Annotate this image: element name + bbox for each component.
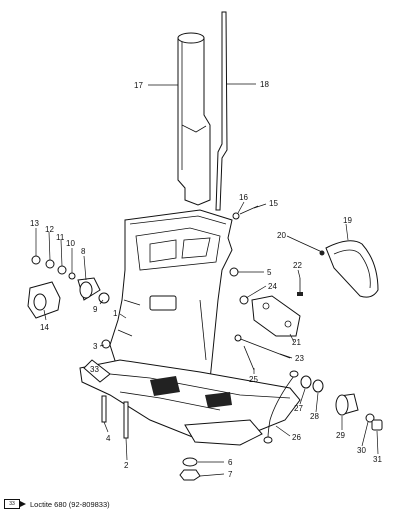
part-label-14: 14	[40, 323, 49, 332]
stud-25	[243, 345, 255, 371]
fitting-8	[77, 277, 101, 301]
part-label-15: 15	[269, 199, 278, 208]
part-label-9: 9	[93, 305, 98, 314]
washer-28	[312, 379, 324, 393]
screw-22	[297, 278, 303, 296]
part-label-16: 16	[239, 193, 248, 202]
part-label-20: 20	[277, 231, 286, 240]
driveshaft-tube	[177, 32, 211, 206]
bracket	[251, 295, 301, 337]
part-label-24: 24	[268, 282, 277, 291]
legend-text: Loctite 680 (92-809833)	[30, 499, 110, 509]
nut-7	[179, 469, 201, 481]
part-label-12: 12	[45, 225, 54, 234]
part-label-5: 5	[267, 268, 272, 277]
cap-31	[371, 419, 383, 431]
washer-13	[31, 255, 41, 265]
part-label-7: 7	[228, 470, 233, 479]
nut-30	[365, 413, 375, 423]
part-label-17: 17	[134, 81, 143, 90]
grommet-9	[98, 292, 110, 304]
part-label-18: 18	[260, 80, 269, 89]
washer-11	[57, 265, 67, 275]
part-label-11: 11	[56, 233, 65, 242]
fitting-3	[101, 339, 111, 349]
part-label-28: 28	[310, 412, 319, 421]
anode	[335, 393, 359, 416]
stud-4	[101, 395, 107, 423]
washer-10	[68, 272, 76, 280]
leader-lines	[35, 83, 379, 477]
screw-20	[299, 241, 325, 256]
part-label-4: 4	[106, 434, 111, 443]
loctite-callout: 33	[83, 359, 111, 383]
anti-ventilation-plate	[79, 359, 301, 446]
part-labels: 17 18 13 12 11 10 8 9 14 1 3 4 2 6 7 5 1…	[30, 80, 382, 479]
part-label-27: 27	[294, 404, 303, 413]
part-label-23: 23	[295, 354, 304, 363]
part-label-8: 8	[81, 247, 86, 256]
part-label-10: 10	[66, 239, 75, 248]
loctite-callout-number: 33	[90, 365, 99, 374]
tube-number: 33	[4, 499, 20, 509]
part-label-29: 29	[336, 431, 345, 440]
part-label-6: 6	[228, 458, 233, 467]
part-label-25: 25	[249, 375, 258, 384]
cover-plate	[325, 240, 379, 298]
legend: 33 Loctite 680 (92-809833)	[4, 499, 110, 509]
stud-2	[123, 401, 129, 439]
housing-14	[27, 281, 61, 319]
ground-cable	[263, 370, 299, 444]
driveshaft-housing	[109, 209, 233, 411]
part-label-21: 21	[292, 338, 301, 347]
part-label-2: 2	[124, 461, 129, 470]
tube-nozzle	[20, 501, 26, 507]
part-label-22: 22	[293, 261, 302, 270]
part-label-13: 13	[30, 219, 39, 228]
part-label-19: 19	[343, 216, 352, 225]
part-label-30: 30	[357, 446, 366, 455]
rod	[215, 11, 228, 211]
washer-16	[232, 212, 240, 220]
part-label-31: 31	[373, 455, 382, 464]
washer-6	[182, 457, 198, 467]
part-label-3: 3	[93, 342, 98, 351]
loctite-tube-icon: 33	[4, 499, 26, 509]
nut-5	[229, 267, 239, 277]
part-label-26: 26	[292, 433, 301, 442]
washer-27	[300, 375, 312, 389]
part-label-1: 1	[113, 309, 118, 318]
washer-12	[45, 259, 55, 269]
